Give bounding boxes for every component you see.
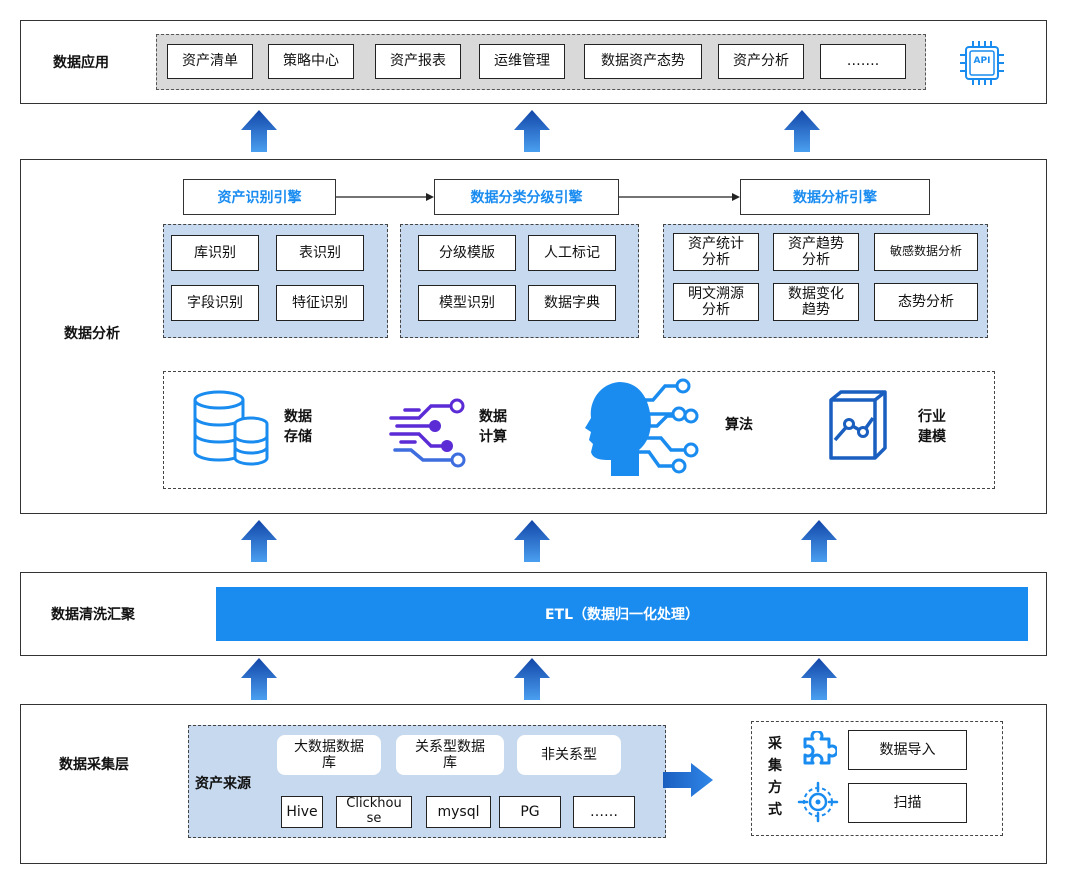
data-analysis-engine[interactable]: 数据分析引擎 [740, 179, 930, 215]
technology-group [163, 371, 995, 489]
source-more[interactable]: …… [573, 796, 635, 828]
up-arrow [241, 110, 277, 152]
api-chip-icon: API [956, 38, 1008, 88]
etl-bar[interactable]: ETL（数据归一化处理） [216, 587, 1028, 641]
app-item-data-asset-posture[interactable]: 数据资产态势 [584, 44, 702, 79]
puzzle-icon [799, 729, 839, 767]
big-data-database[interactable]: 大数据数据库 [277, 735, 381, 775]
app-item-asset-analysis[interactable]: 资产分析 [718, 44, 804, 79]
source-mysql[interactable]: mysql [426, 796, 491, 828]
collection-method-label: 采集方式 [768, 736, 782, 818]
table-identification[interactable]: 表识别 [276, 235, 364, 271]
up-arrow [784, 110, 820, 152]
ai-head-icon [581, 376, 701, 486]
relational-database-label: 关系型数据库 [415, 738, 485, 771]
data-import-method[interactable]: 数据导入 [848, 730, 967, 770]
up-arrow [801, 658, 837, 700]
industry-modeling-label: 行业建模 [918, 409, 946, 445]
field-identification[interactable]: 字段识别 [171, 285, 259, 321]
api-label: API [973, 56, 991, 66]
source-pg[interactable]: PG [499, 796, 561, 828]
plaintext-tracing-analysis-label: 明文溯源分析 [688, 285, 744, 318]
app-item-ops-management[interactable]: 运维管理 [479, 44, 565, 79]
data-change-trend-label: 数据变化趋势 [788, 285, 844, 318]
database-identification[interactable]: 库识别 [171, 235, 259, 271]
model-identification[interactable]: 模型识别 [418, 285, 516, 321]
cleaning-layer: 数据清洗汇聚 ETL（数据归一化处理） [20, 572, 1047, 656]
collection-layer-title: 数据采集层 [59, 757, 129, 773]
app-item-more[interactable]: ……. [820, 44, 906, 79]
analysis-layer-title: 数据分析 [64, 326, 120, 342]
app-item-policy-center[interactable]: 策略中心 [268, 44, 354, 79]
source-hive[interactable]: Hive [281, 796, 323, 828]
application-layer: 数据应用 资产清单 策略中心 资产报表 运维管理 数据资产态势 资产分析 …….… [20, 20, 1047, 104]
sensitive-data-analysis[interactable]: 敏感数据分析 [874, 233, 978, 271]
posture-analysis[interactable]: 态势分析 [874, 283, 978, 321]
asset-source-label: 资产来源 [195, 776, 251, 792]
grading-template[interactable]: 分级模版 [418, 235, 516, 271]
plaintext-tracing-analysis[interactable]: 明文溯源分析 [673, 283, 759, 321]
asset-statistics-analysis-label: 资产统计分析 [688, 235, 744, 268]
collection-layer: 数据采集层 资产来源 大数据数据库 关系型数据库 非关系型 Hive Click… [20, 704, 1047, 864]
asset-trend-analysis[interactable]: 资产趋势分析 [773, 233, 859, 271]
scan-method[interactable]: 扫描 [848, 783, 967, 823]
up-arrow [514, 520, 550, 562]
classification-engine[interactable]: 数据分类分级引擎 [434, 179, 619, 215]
etl-label: ETL（数据归一化处理） [544, 607, 700, 623]
relational-database[interactable]: 关系型数据库 [396, 735, 504, 775]
asset-identification-engine[interactable]: 资产识别引擎 [183, 179, 336, 215]
algorithm-label: 算法 [725, 417, 753, 433]
data-compute-label: 数据计算 [479, 409, 507, 445]
app-item-asset-list[interactable]: 资产清单 [167, 44, 253, 79]
up-arrow [801, 520, 837, 562]
data-storage-label: 数据存储 [284, 409, 312, 445]
up-arrow [241, 520, 277, 562]
engine-flow-arrows [336, 193, 740, 201]
analysis-layer: 数据分析 资产识别引擎 数据分类分级引擎 数据分析引擎 库识别 表识别 字段识别… [20, 159, 1047, 514]
asset-statistics-analysis[interactable]: 资产统计分析 [673, 233, 759, 271]
circuit-icon [389, 392, 469, 468]
up-arrow [514, 110, 550, 152]
up-arrow [514, 658, 550, 700]
database-icon [191, 390, 271, 470]
non-relational-database[interactable]: 非关系型 [517, 735, 621, 775]
asset-trend-analysis-label: 资产趋势分析 [788, 235, 844, 268]
up-arrow [241, 658, 277, 700]
collection-methods-group [751, 721, 1003, 836]
manual-tagging[interactable]: 人工标记 [528, 235, 616, 271]
data-dictionary[interactable]: 数据字典 [528, 285, 616, 321]
scan-target-icon [797, 781, 839, 823]
app-item-asset-report[interactable]: 资产报表 [375, 44, 461, 79]
data-change-trend[interactable]: 数据变化趋势 [773, 283, 859, 321]
big-data-database-label: 大数据数据库 [294, 738, 364, 771]
modeling-icon [821, 388, 895, 464]
application-layer-title: 数据应用 [53, 55, 109, 71]
cleaning-layer-title: 数据清洗汇聚 [51, 607, 135, 623]
feature-identification[interactable]: 特征识别 [276, 285, 364, 321]
right-arrow [663, 763, 713, 797]
